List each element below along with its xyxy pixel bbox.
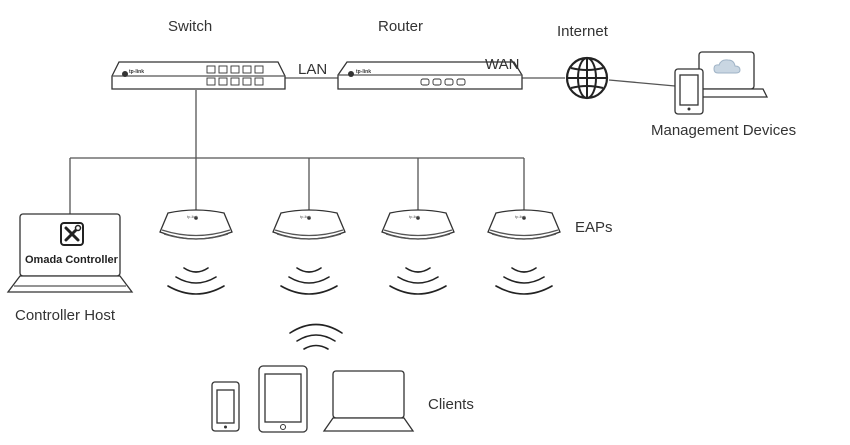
wifi-waves-eap-1 [167,267,225,295]
wifi-waves-eap-3 [389,267,447,295]
eap-4-brand-logo: tp-link [515,214,526,219]
router-brand-logo: tp-link [356,69,371,75]
eap-3-brand-logo: tp-link [409,214,420,219]
client-phone [211,381,240,432]
wifi-waves-eap-2 [280,267,338,295]
omada-controller-screen-label: Omada Controller [25,254,118,266]
router-label: Router [378,18,424,35]
eap-2-brand-logo: tp-link [300,214,311,219]
internet-label: Internet [557,23,608,40]
router-logo-icon [348,71,354,77]
management-phone [674,68,704,115]
switch-logo-icon [122,71,128,77]
eap-1-brand-logo: tp-link [187,214,198,219]
eap-device-3 [381,209,455,240]
client-laptop [322,370,415,432]
clients-label: Clients [428,396,474,413]
switch-device [111,61,286,90]
client-tablet [258,365,308,433]
eap-device-2 [272,209,346,240]
switch-brand-logo: tp-link [129,69,144,75]
switch-label: Switch [168,18,213,35]
eaps-label: EAPs [575,219,613,236]
wifi-waves-clients [289,323,343,350]
lan-label: LAN [298,61,328,78]
eap-device-1 [159,209,233,240]
controller-host-label: Controller Host [15,307,116,324]
router-device [337,61,523,90]
controller-host-laptop [6,213,134,293]
cloud-icon [713,59,741,74]
internet-management-link [608,79,676,87]
wifi-waves-eap-4 [495,267,553,295]
wan-label: WAN [485,56,520,73]
switch-ports [206,65,264,86]
eap-device-4 [487,209,561,240]
globe-icon [565,56,609,100]
management-devices-label: Management Devices [651,122,797,139]
